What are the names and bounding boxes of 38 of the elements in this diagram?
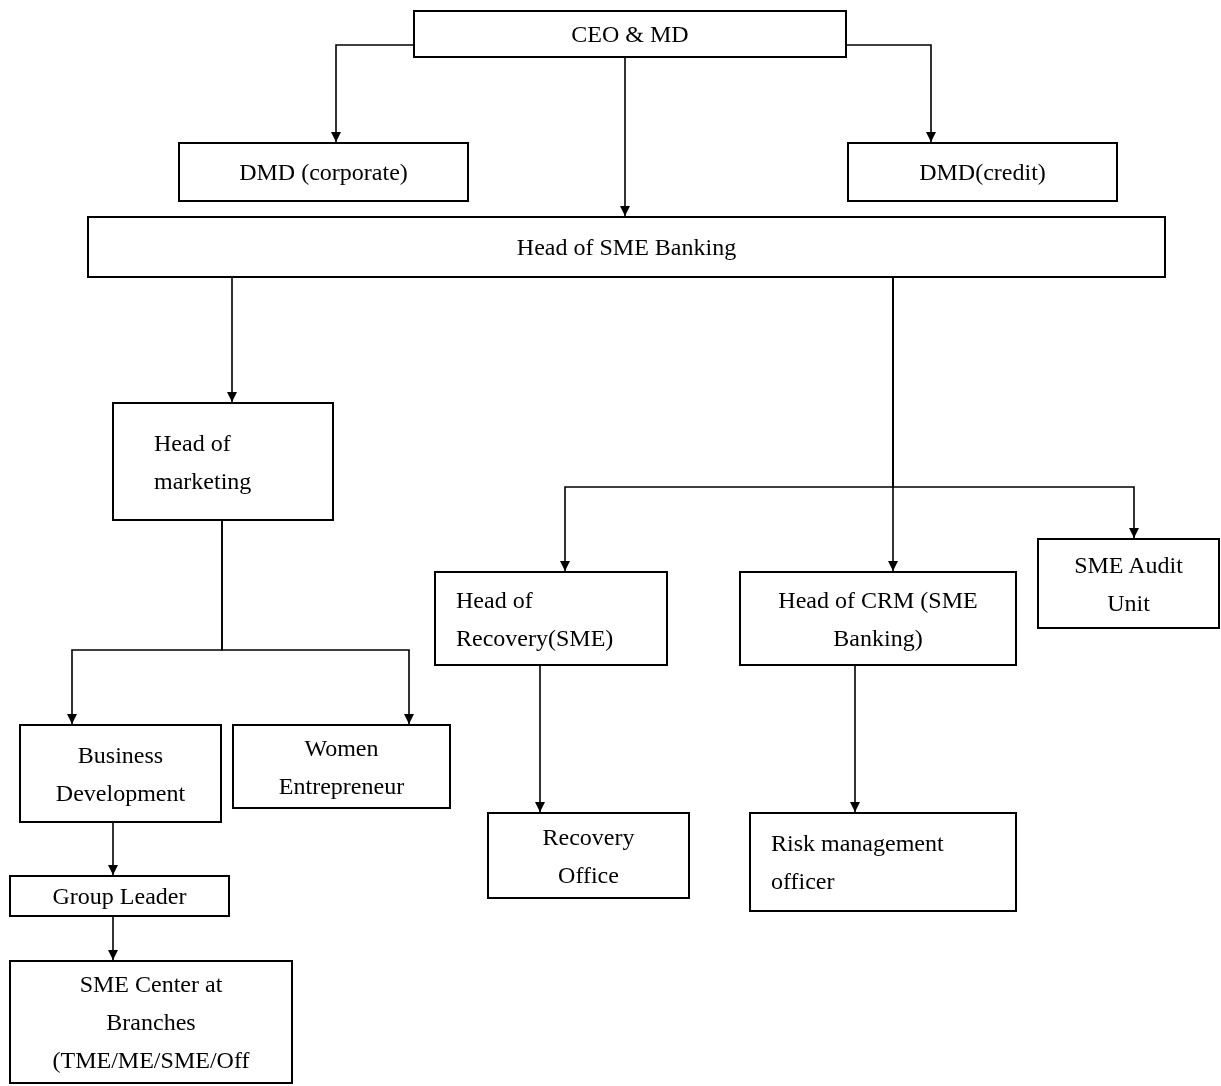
- arrow: [892, 277, 1139, 539]
- org-box: [739, 571, 1017, 666]
- arrow: [108, 822, 118, 876]
- role-label: DMD(credit): [918, 158, 1047, 187]
- arrow: [108, 916, 118, 961]
- role-label: Head of marketing: [154, 428, 253, 496]
- org-box: [434, 571, 668, 666]
- org-box: [9, 960, 293, 1084]
- arrow: [535, 665, 545, 813]
- role-label: Head of CRM (SME Banking): [778, 585, 978, 653]
- role-label: Head of Recovery(SME): [456, 585, 615, 653]
- org-box: [749, 812, 1017, 912]
- org-box: [87, 216, 1166, 278]
- arrow: [331, 44, 414, 143]
- role-label: CEO & MD: [570, 20, 690, 49]
- arrow: [620, 57, 630, 217]
- role-label: Group Leader: [51, 882, 188, 911]
- org-box: [9, 875, 230, 917]
- role-label: DMD (corporate): [238, 158, 409, 187]
- org-box: [178, 142, 469, 202]
- arrow: [850, 665, 860, 813]
- arrow: [227, 277, 237, 403]
- org-box: [232, 724, 451, 809]
- org-box: [413, 10, 847, 58]
- role-label: Women Entrepreneur: [277, 733, 406, 801]
- org-box: [487, 812, 690, 899]
- org-box: [847, 142, 1118, 202]
- role-label: SME Audit Unit: [1073, 550, 1184, 618]
- org-box: [19, 724, 222, 823]
- arrow: [846, 44, 936, 143]
- role-label: Business Development: [54, 740, 187, 808]
- arrow: [221, 520, 414, 725]
- role-label: SME Center at Branches (TME/ME/SME/Off: [51, 970, 251, 1075]
- org-box: [1037, 538, 1220, 629]
- role-label: Recovery Office: [541, 822, 636, 890]
- org-box: [112, 402, 334, 521]
- role-label: Risk management officer: [771, 829, 945, 896]
- role-label: Head of SME Banking: [515, 233, 738, 262]
